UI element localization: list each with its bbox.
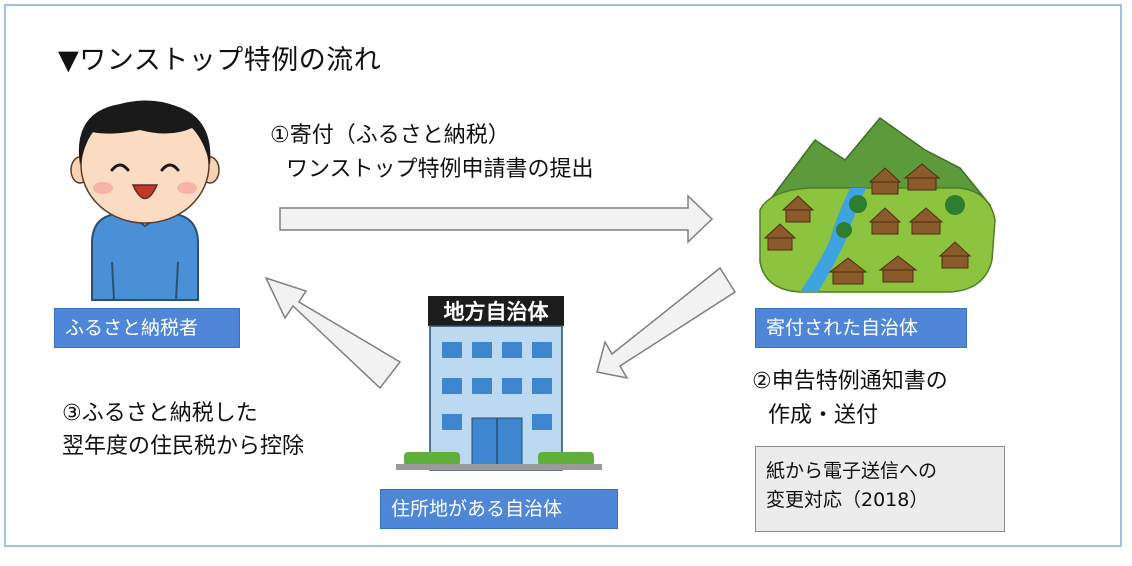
person-illustration xyxy=(70,100,220,301)
page-title: ▼ワンストップ特例の流れ xyxy=(58,45,382,76)
village-illustration xyxy=(759,116,996,293)
step3-line2: 翌年度の住民税から控除 xyxy=(62,434,305,459)
building-sign: 地方自治体 xyxy=(444,300,550,324)
step1-line2: ワンストップ特例申請書の提出 xyxy=(286,157,594,182)
note-box: 紙から電子送信への 変更対応（2018） xyxy=(755,446,1005,532)
arrow-notification xyxy=(596,266,737,380)
step1-line1: ①寄付（ふるさと納税） xyxy=(270,123,510,148)
note-line1: 紙から電子送信への xyxy=(766,460,938,482)
step3-line1: ③ふるさと納税した xyxy=(62,401,258,426)
building-illustration xyxy=(396,296,602,471)
label-donated-municipality: 寄付された自治体 xyxy=(755,308,967,348)
label-taxpayer: ふるさと納税者 xyxy=(54,308,240,348)
label-residence-municipality: 住所地がある自治体 xyxy=(380,489,618,529)
arrow-deduction xyxy=(264,276,402,390)
arrow-donation xyxy=(279,194,714,244)
step2-line1: ②申告特例通知書の xyxy=(752,369,948,394)
note-line2: 変更対応（2018） xyxy=(766,489,929,511)
step2-line2: 作成・送付 xyxy=(768,403,879,428)
